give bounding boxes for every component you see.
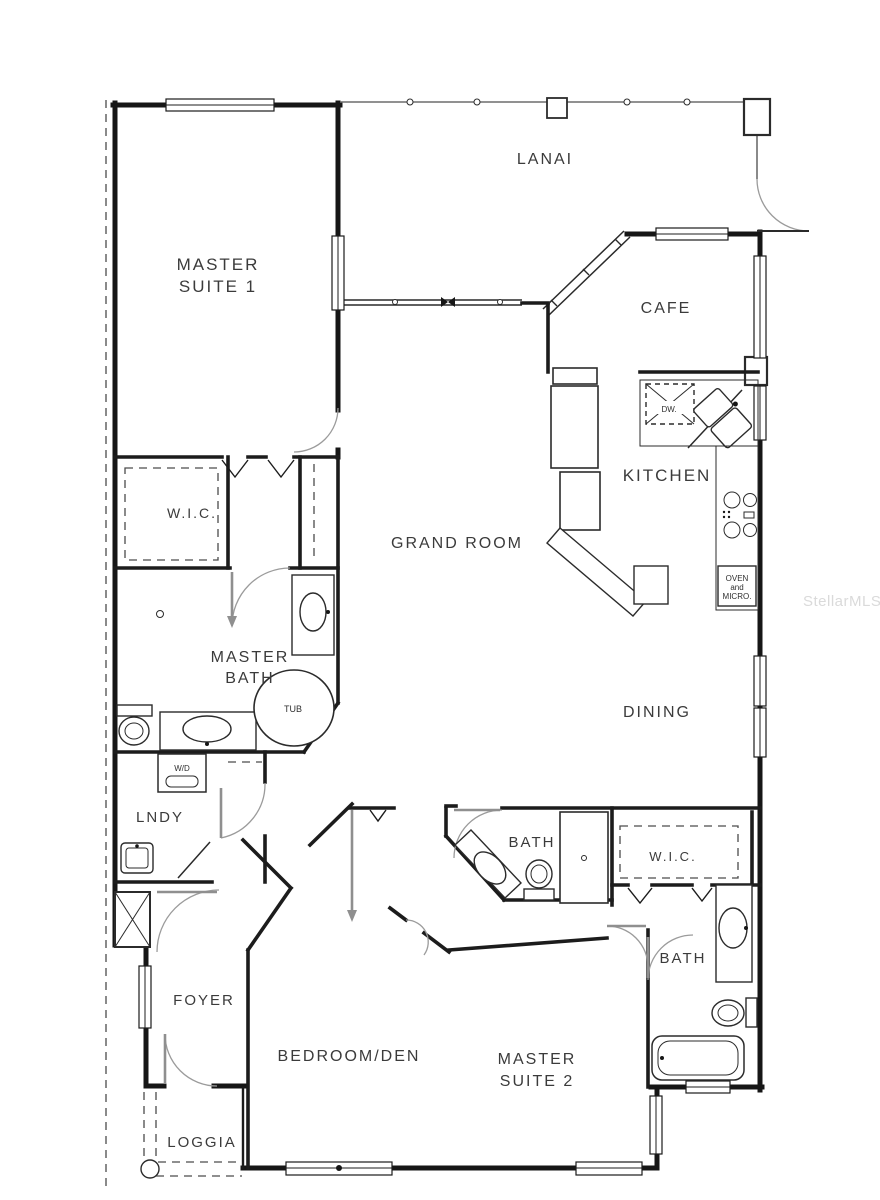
- closet-door-chevrons: [221, 459, 713, 905]
- stellar-mls-watermark: StellarMLS: [803, 593, 880, 610]
- kitchen-bar: [546, 527, 647, 617]
- label-oven-line3: MICRO.: [723, 592, 752, 601]
- laundry-fixtures: [114, 753, 211, 948]
- doors: [156, 407, 694, 1087]
- lanai-screen-door: [756, 178, 810, 232]
- kitchen-fixtures: [546, 367, 759, 617]
- label-loggia: LOGGIA: [167, 1134, 237, 1151]
- label-master-bath-line2: BATH: [225, 670, 274, 687]
- label-laundry: LNDY: [136, 809, 184, 826]
- label-master-suite-1-line1: MASTER: [177, 255, 260, 274]
- label-kitchen: KITCHEN: [623, 466, 712, 485]
- label-master-suite-2-line2: SUITE 2: [500, 1073, 574, 1090]
- master-bath-fixtures: [116, 574, 335, 751]
- label-master-suite-1-line2: SUITE 1: [179, 277, 257, 296]
- label-bath-2: BATH: [509, 834, 556, 851]
- label-wic-2: W.I.C.: [649, 849, 696, 864]
- label-cafe: CAFE: [641, 300, 692, 317]
- label-wic-master: W.I.C.: [167, 505, 217, 521]
- lanai-screen-wall: [340, 97, 772, 179]
- label-grand-room: GRAND ROOM: [391, 535, 523, 552]
- label-dining: DINING: [623, 704, 691, 721]
- label-tub: TUB: [284, 704, 302, 714]
- label-bedroom-den: BEDROOM/DEN: [278, 1048, 421, 1065]
- dashed-outlines: [124, 464, 739, 1179]
- label-oven-line1: OVEN: [726, 574, 749, 583]
- label-foyer: FOYER: [173, 992, 235, 1009]
- cafe-bay-window: [542, 230, 631, 316]
- room-labels: LANAI MASTER SUITE 1 CAFE KITCHEN GRAND …: [136, 151, 712, 1151]
- label-washer-dryer: W/D: [174, 764, 190, 773]
- label-master-suite-2-line1: MASTER: [498, 1051, 577, 1068]
- label-lanai: LANAI: [517, 151, 573, 168]
- label-oven-line2: and: [730, 583, 743, 592]
- windows: [138, 98, 767, 1176]
- grand-room-slider-wall: [338, 297, 550, 307]
- fixture-labels: TUB W/D DW. OVEN and MICRO.: [174, 405, 751, 773]
- label-bath-3: BATH: [660, 950, 707, 967]
- label-master-bath-line1: MASTER: [211, 649, 290, 666]
- bath3-fixtures: [651, 884, 758, 1081]
- label-dishwasher: DW.: [661, 405, 676, 414]
- kitchen-sink: [693, 387, 753, 449]
- bath2-fixtures: [454, 811, 609, 904]
